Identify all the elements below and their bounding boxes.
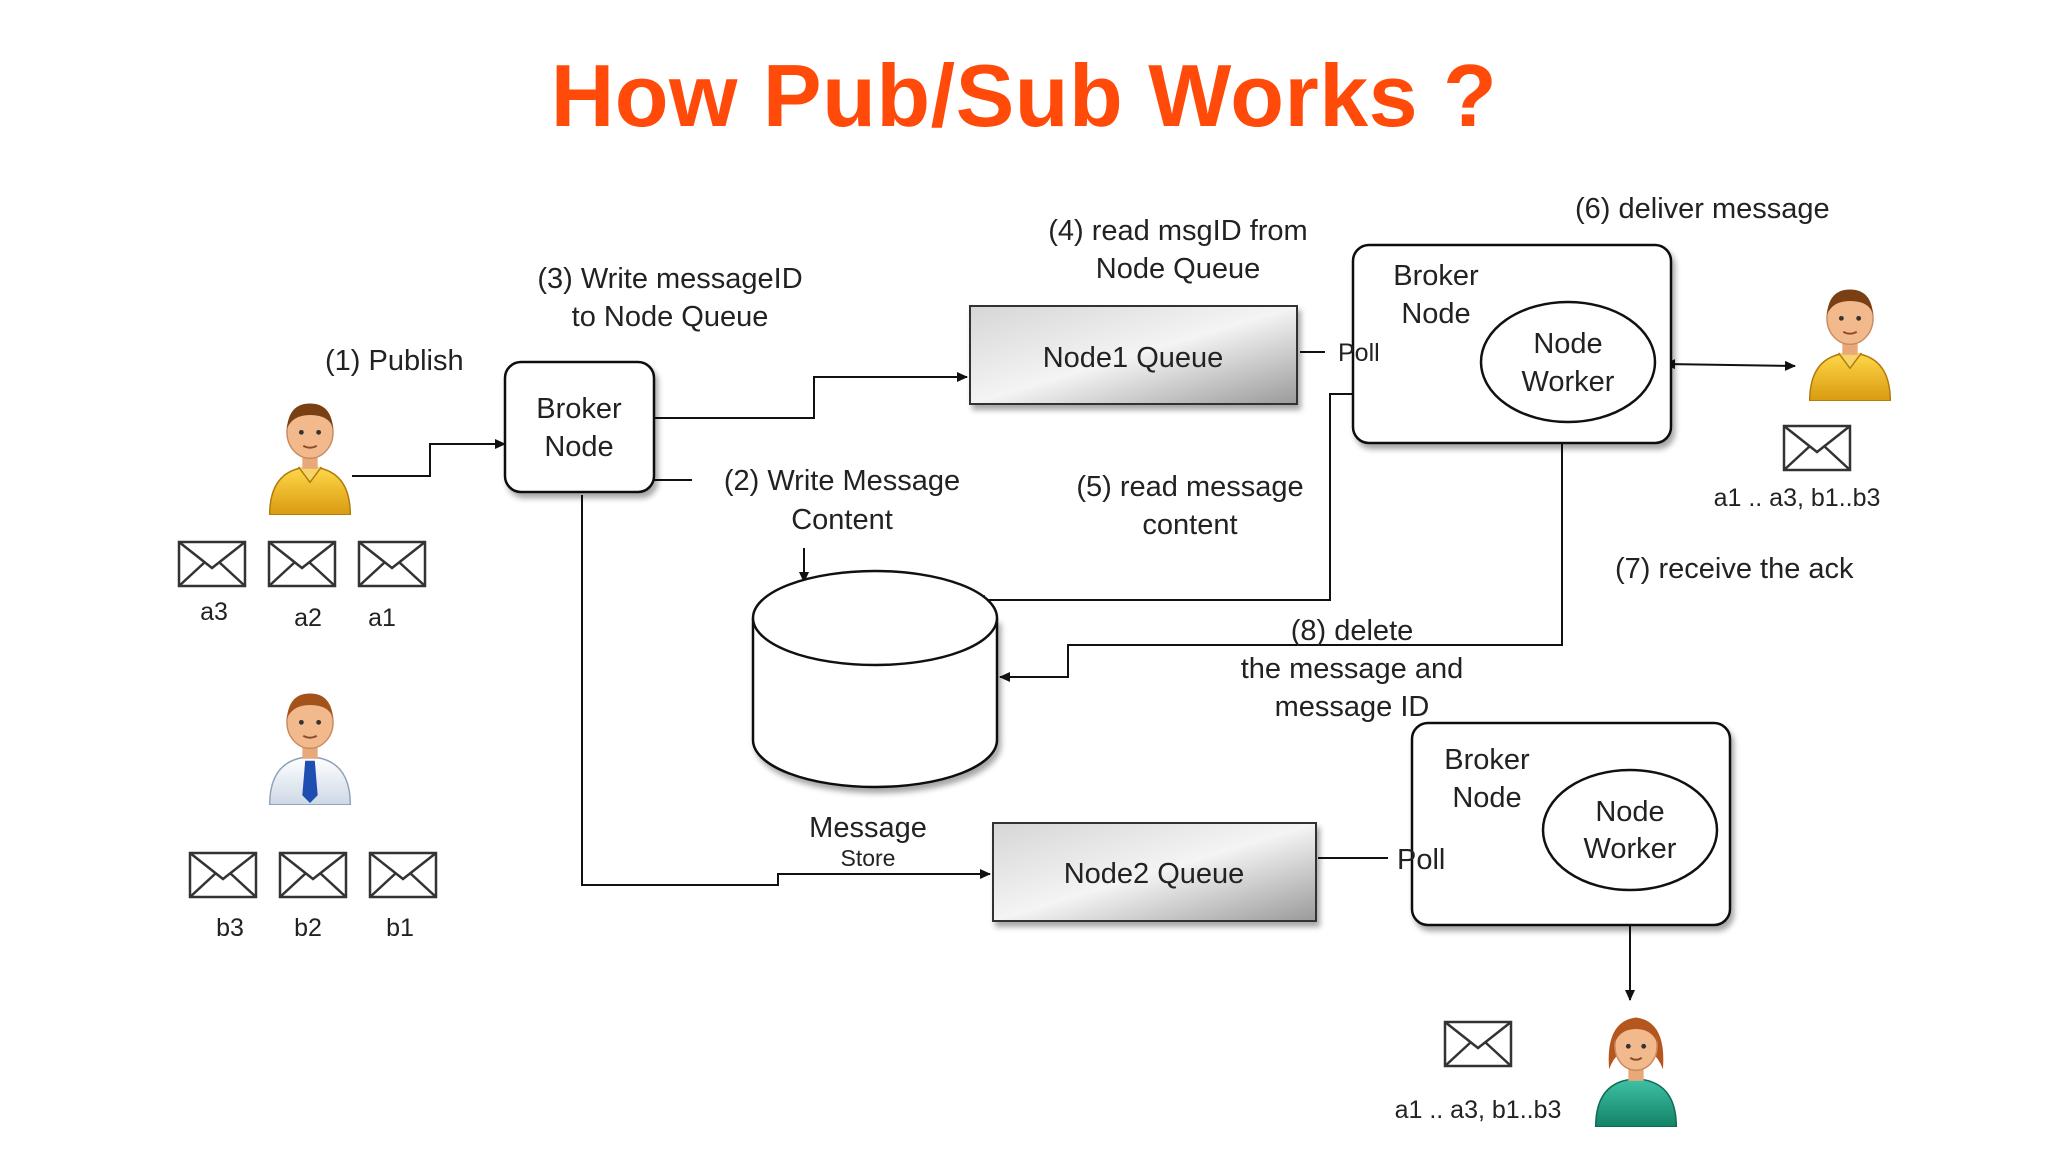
step-2-line2: Content xyxy=(791,504,893,536)
step-8-line2: the message and xyxy=(1241,653,1463,685)
step-4-line1: (4) read msgID from xyxy=(1048,215,1307,247)
arrow-deliver xyxy=(1664,359,1796,371)
envelope-icon xyxy=(278,851,348,899)
msg-b3: b3 xyxy=(216,914,244,942)
step-8-line1: (8) delete xyxy=(1291,615,1414,647)
envelope-icon xyxy=(368,851,438,899)
worker-top-line1: Node xyxy=(1533,328,1602,360)
store-label-line1: Message xyxy=(809,812,927,844)
envelope-icon xyxy=(177,540,247,588)
person-icon xyxy=(1808,288,1892,401)
worker-bottom-line2: Worker xyxy=(1584,833,1677,865)
broker-bottom-line1: Broker xyxy=(1444,744,1530,776)
worker-bottom-line1: Node xyxy=(1595,796,1664,828)
msg-b1: b1 xyxy=(386,914,414,942)
broker-node-top: Broker Node Node Worker xyxy=(1351,243,1673,445)
node1-queue: Node1 Queue xyxy=(969,305,1298,405)
broker-main-line1: Broker xyxy=(536,393,622,425)
step-2-line1: (2) Write Message xyxy=(724,465,960,497)
broker-main-line2: Node xyxy=(544,431,613,463)
store-label-line2: Store xyxy=(841,845,896,871)
envelope-icon xyxy=(188,851,258,899)
msg-b2: b2 xyxy=(294,914,322,942)
msg-a2: a2 xyxy=(294,604,322,632)
node1-queue-label: Node1 Queue xyxy=(1043,342,1224,374)
arrow-publish xyxy=(352,439,506,477)
broker-bottom-line2: Node xyxy=(1452,782,1521,814)
step-4-line2: Node Queue xyxy=(1096,253,1260,285)
step-3-line1: (3) Write messageID xyxy=(537,263,802,295)
broker-node-main: Broker Node xyxy=(503,360,656,494)
worker-top-line2: Worker xyxy=(1522,366,1615,398)
envelope-icon xyxy=(267,540,337,588)
broker-top-line1: Broker xyxy=(1393,260,1479,292)
step-3-line2: to Node Queue xyxy=(572,301,769,333)
slide-title: How Pub/Sub Works ? xyxy=(550,46,1498,145)
broker-top-line2: Node xyxy=(1401,298,1470,330)
envelope-icon xyxy=(357,540,427,588)
msg-a3: a3 xyxy=(200,598,228,626)
person-icon xyxy=(268,692,352,805)
poll-bottom-label: Poll xyxy=(1397,844,1445,876)
step-7-receive-ack: (7) receive the ack xyxy=(1615,553,1854,585)
envelope-icon xyxy=(1443,1020,1513,1068)
step-8-line3: message ID xyxy=(1275,691,1430,723)
arrow-delete xyxy=(999,420,1563,682)
step-5-line2: content xyxy=(1142,509,1237,541)
subscriber-bottom-messages: a1 .. a3, b1..b3 xyxy=(1395,1096,1562,1124)
database-icon xyxy=(751,569,999,789)
broker-node-bottom: Broker Node Node Worker xyxy=(1410,721,1732,927)
step-6-deliver: (6) deliver message xyxy=(1575,193,1830,225)
subscriber-top-messages: a1 .. a3, b1..b3 xyxy=(1714,484,1881,512)
msg-a1: a1 xyxy=(368,604,396,632)
person-icon xyxy=(268,402,352,515)
envelope-icon xyxy=(1782,424,1852,472)
arrow-to-node2 xyxy=(581,495,991,886)
person-icon xyxy=(1594,1016,1678,1127)
node2-queue: Node2 Queue xyxy=(992,822,1317,922)
step-1-publish: (1) Publish xyxy=(325,345,464,377)
step-5-line1: (5) read message xyxy=(1076,471,1303,503)
poll-top-label: Poll xyxy=(1338,339,1380,367)
node2-queue-label: Node2 Queue xyxy=(1064,858,1245,890)
arrow-write-msgid xyxy=(654,372,968,419)
